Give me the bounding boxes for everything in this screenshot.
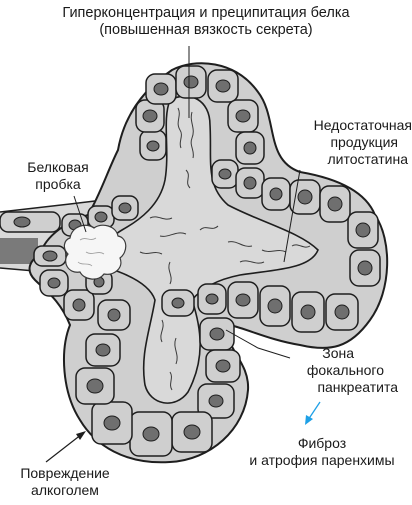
precipitation-label: Гиперконцентрация и преципитация белка (… [0, 5, 412, 39]
label-line: продукция [252, 134, 412, 151]
alcohol-damage-arrow [46, 431, 86, 462]
label-line: литостатина [252, 151, 412, 168]
label-line: Повреждение [0, 465, 130, 482]
protein-plug [64, 225, 125, 279]
fibrosis-arrow [305, 402, 320, 425]
label-line: фокального [248, 362, 398, 379]
label-line: Гиперконцентрация и преципитация белка [0, 5, 412, 22]
label-line: панкреатита [248, 379, 398, 396]
lithostathine-label: Недостаточная продукция литостатина [252, 117, 412, 168]
label-line: и атрофия паренхимы [236, 452, 408, 469]
focal-zone-label: Зона фокального панкреатита [248, 345, 398, 396]
label-line: Недостаточная [252, 117, 412, 134]
protein-plug-label: Белковая пробка [18, 159, 98, 193]
label-line: алкоголем [0, 482, 130, 499]
fibrosis-label: Фиброз и атрофия паренхимы [236, 435, 408, 469]
alcohol-damage-label: Повреждение алкоголем [0, 465, 130, 499]
label-line: пробка [18, 176, 98, 193]
label-line: Белковая [18, 159, 98, 176]
label-line: (повышенная вязкость секрета) [0, 22, 412, 39]
label-line: Фиброз [236, 435, 408, 452]
label-line: Зона [248, 345, 398, 362]
